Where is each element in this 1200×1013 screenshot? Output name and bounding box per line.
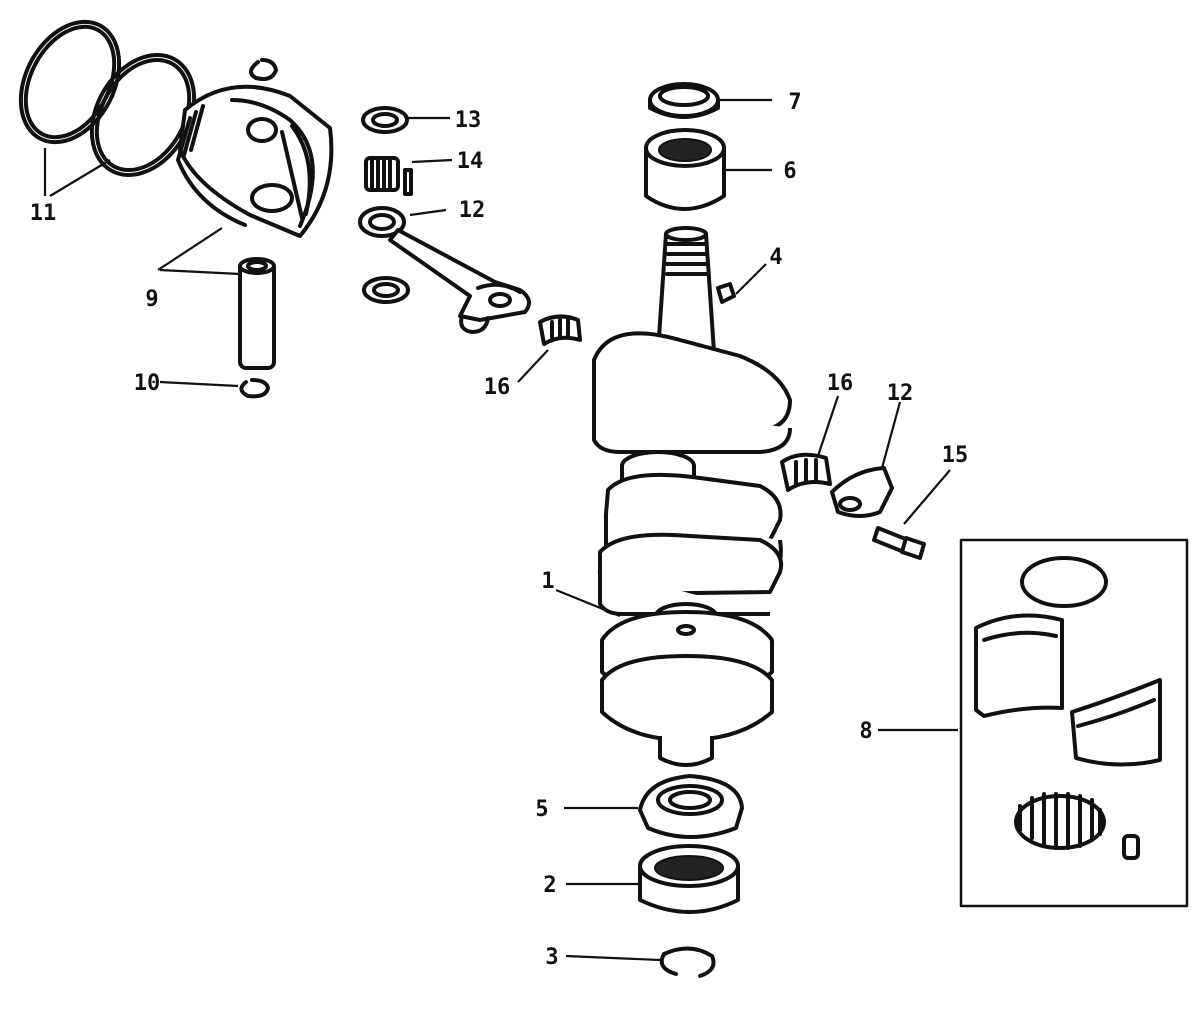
callout-8: 8 xyxy=(859,719,872,744)
callout-16-left: 16 xyxy=(484,375,511,400)
thrust-washer-upper xyxy=(361,106,409,134)
callout-9: 9 xyxy=(145,287,158,312)
retaining-ring-top xyxy=(249,58,278,81)
callout-11: 11 xyxy=(30,201,57,226)
callout-12-rod: 12 xyxy=(459,198,486,223)
callout-12-cap: 12 xyxy=(887,381,914,406)
callout-16-right: 16 xyxy=(827,371,854,396)
seal xyxy=(648,82,720,119)
key xyxy=(716,282,736,304)
callout-10: 10 xyxy=(134,371,161,396)
connecting-rod-cap xyxy=(830,466,894,518)
callout-1: 1 xyxy=(541,569,554,594)
callout-4: 4 xyxy=(769,245,782,270)
ball-bearing-ring xyxy=(638,774,744,839)
callout-7: 7 xyxy=(788,90,801,115)
callout-5: 5 xyxy=(535,797,548,822)
piston xyxy=(176,84,334,238)
needle-bearing-cage-upper xyxy=(538,314,582,346)
snap-ring xyxy=(659,946,716,978)
callout-6: 6 xyxy=(783,159,796,184)
needle-bearing-cage-right xyxy=(780,452,832,492)
callout-labels: 1 2 3 4 5 6 7 8 9 10 11 12 12 13 14 15 1… xyxy=(30,90,969,970)
callout-14: 14 xyxy=(457,149,484,174)
thrust-washer-lower xyxy=(362,276,410,304)
cap-screw xyxy=(872,526,926,560)
callout-15: 15 xyxy=(942,443,969,468)
retaining-ring xyxy=(239,378,270,399)
bearing-kit-box xyxy=(959,538,1189,908)
callout-13: 13 xyxy=(455,108,482,133)
crankshaft xyxy=(592,226,792,767)
leader-lines xyxy=(43,98,958,962)
ball-bearing xyxy=(638,844,740,914)
connecting-rod xyxy=(358,206,531,334)
piston-pin xyxy=(238,257,276,370)
roller-bearing xyxy=(644,128,726,211)
needle-bearing xyxy=(364,156,413,196)
callout-3: 3 xyxy=(545,945,558,970)
callout-2: 2 xyxy=(543,873,556,898)
